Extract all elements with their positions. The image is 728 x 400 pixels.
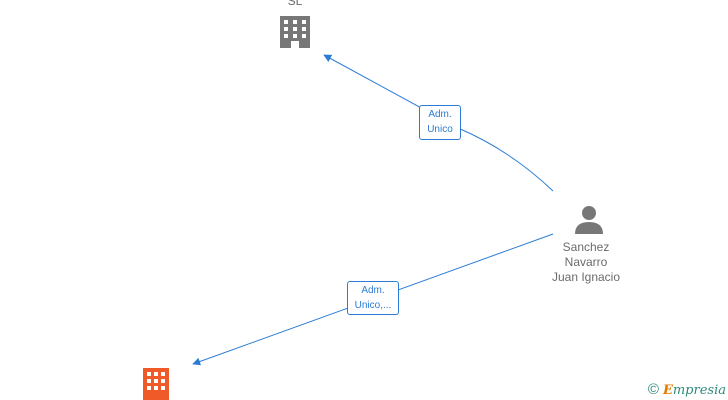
copyright-icon: © [647, 381, 659, 398]
edge-label-adm-unico[interactable]: Adm. Unico [419, 105, 461, 140]
edge-label-line: Unico [427, 124, 453, 135]
person-label: Sanchez Navarro Juan Ignacio [536, 240, 636, 285]
edge-to-top-company [323, 54, 554, 192]
building-icon[interactable] [143, 368, 169, 400]
brand-name: mpresia [672, 383, 726, 398]
person-label-line: Juan Ignacio [551, 270, 621, 284]
person-icon[interactable] [575, 206, 603, 234]
edge-label-adm-unico-more[interactable]: Adm. Unico,... [347, 281, 399, 315]
person-label-line: Navarro [564, 255, 608, 269]
brand-logo: ©Empresia [648, 381, 726, 398]
person-label-line: Sanchez [562, 240, 610, 254]
edge-label-line: Adm. [361, 285, 385, 296]
brand-first-letter: E [662, 383, 673, 398]
building-icon[interactable] [280, 16, 310, 48]
edge-label-line: Adm. [428, 109, 452, 120]
edge-label-line: Unico,... [354, 300, 392, 311]
company-top-label: SL [287, 0, 303, 8]
